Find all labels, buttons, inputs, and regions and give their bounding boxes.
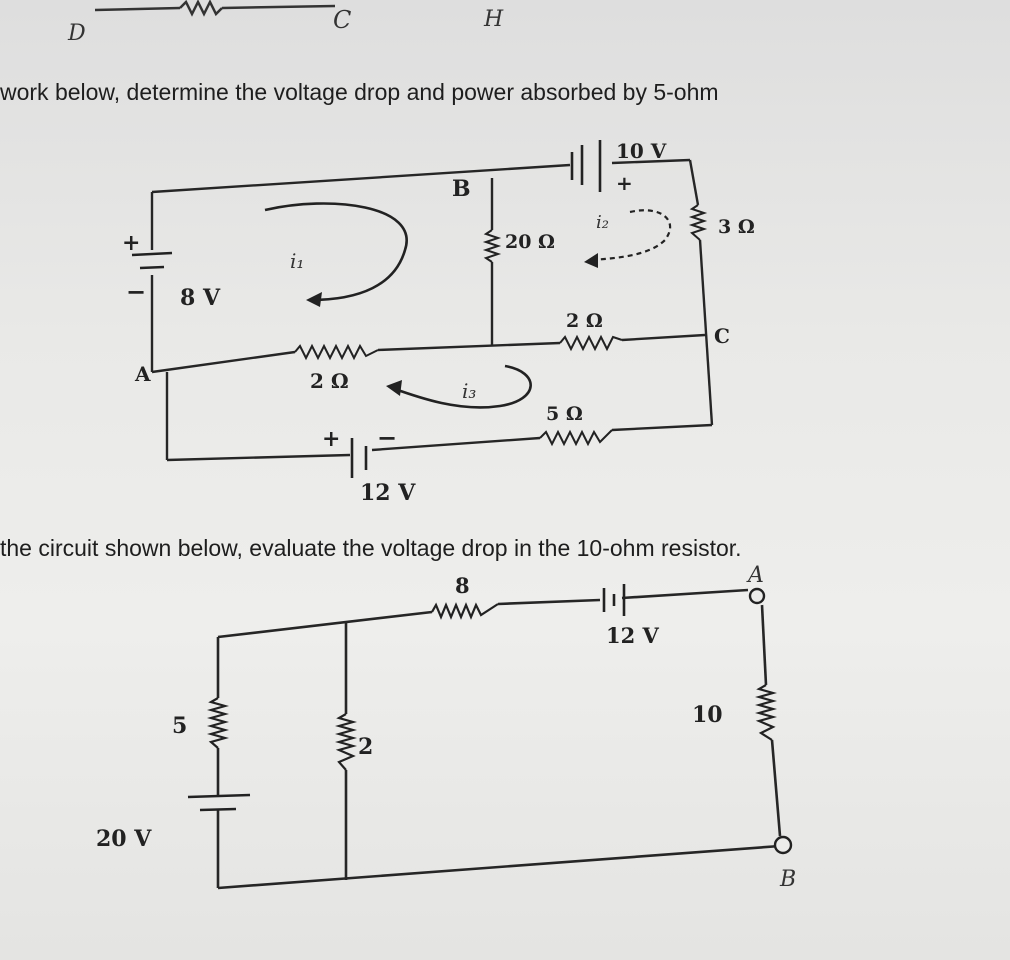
resistor-10-label: 10: [692, 702, 723, 728]
battery-12v-c2-symbol: [602, 584, 626, 616]
mesh-current-i3-arrowhead: [386, 380, 402, 396]
terminal-a-circle: [748, 587, 766, 605]
question1-text: work below, determine the voltage drop a…: [0, 79, 719, 105]
battery-12v-label: 12 V: [360, 480, 416, 506]
resistor-5-c2-symbol: [206, 697, 230, 749]
resistor-2-c2-label: 2: [358, 734, 373, 760]
resistor-10-symbol: [754, 684, 778, 741]
resistor-8-label: 8: [455, 573, 470, 598]
battery-10v-plus: +: [616, 171, 633, 195]
battery-12v-plus: +: [322, 426, 340, 452]
battery-8v-minus: −: [126, 277, 146, 306]
node-b-label: B: [452, 176, 471, 202]
fragment-label-d: D: [67, 21, 86, 46]
battery-10v-symbol: [570, 140, 602, 192]
resistor-2-ohm-mid-label: 2 Ω: [566, 310, 603, 332]
mesh-current-i1-arrow: [264, 202, 408, 302]
battery-8v-symbol: [131, 251, 173, 270]
terminal-b-circle: [773, 835, 793, 855]
terminal-a-label: A: [746, 563, 764, 588]
battery-8v-label: 8 V: [180, 285, 221, 311]
mesh-current-i2-label: i₂: [596, 212, 609, 233]
resistor-2-c2-symbol: [334, 713, 358, 771]
top-fragment: [94, 0, 336, 17]
fragment-label-c: C: [333, 6, 351, 34]
resistor-5-ohm-symbol: [539, 429, 613, 447]
battery-20v-label: 20 V: [96, 826, 152, 852]
resistor-5-ohm-label: 5 Ω: [546, 403, 583, 425]
battery-8v-plus: +: [122, 230, 140, 256]
battery-20v-symbol: [187, 793, 251, 812]
node-a-label: A: [134, 362, 151, 386]
resistor-5-c2-label: 5: [172, 713, 187, 739]
node-c-label: C: [714, 324, 730, 348]
fragment-label-h: H: [483, 7, 504, 32]
battery-12v-symbol: [350, 438, 368, 478]
resistor-8-symbol: [431, 602, 499, 620]
resistor-3-ohm-label: 3 Ω: [718, 216, 755, 238]
resistor-2-ohm-mid-symbol: [559, 334, 623, 352]
mesh-current-i3-arrow: [391, 364, 532, 409]
resistor-2-ohm-left-symbol: [294, 343, 379, 361]
battery-10v-label: 10 V: [616, 139, 667, 163]
question2-text: the circuit shown below, evaluate the vo…: [0, 535, 742, 561]
battery-12v-c2-label: 12 V: [606, 623, 660, 648]
mesh-current-i3-label: i₃: [462, 379, 476, 403]
circuit1-wires: [150, 158, 714, 462]
battery-12v-minus: −: [377, 423, 397, 452]
resistor-3-ohm-symbol: [688, 204, 708, 241]
circuit2-wires: [216, 588, 782, 890]
mesh-current-i1-label: i₁: [290, 249, 304, 273]
resistor-20-ohm-label: 20 Ω: [505, 231, 555, 253]
mesh-current-i2-arrowhead: [584, 253, 598, 268]
mesh-current-i1-arrowhead: [306, 292, 322, 307]
terminal-b-label: B: [779, 867, 796, 892]
resistor-2-ohm-left-label: 2 Ω: [310, 369, 349, 393]
resistor-20-ohm-symbol: [482, 229, 502, 263]
